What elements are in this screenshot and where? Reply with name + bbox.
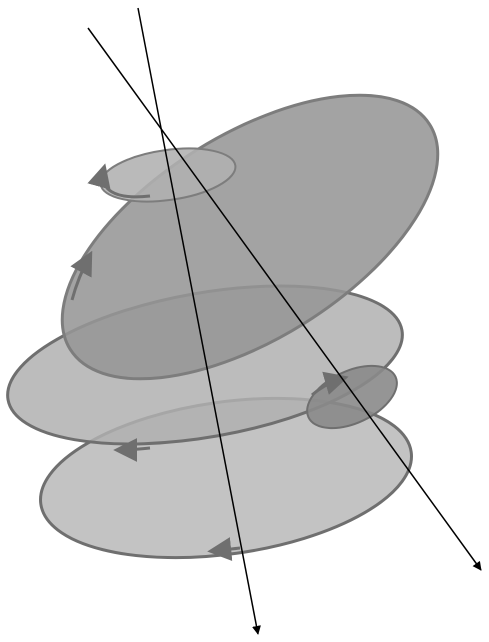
axis-line-steep — [137, 7, 261, 635]
spiral-arrow-right — [311, 371, 349, 397]
spiral-arrow-top — [87, 163, 151, 199]
spiral-arrow-middle — [113, 437, 151, 462]
spiral-arrow-upper-left — [70, 250, 93, 301]
axis-line-diagonal — [87, 27, 482, 571]
spiral-arrow-bottom — [207, 537, 241, 562]
